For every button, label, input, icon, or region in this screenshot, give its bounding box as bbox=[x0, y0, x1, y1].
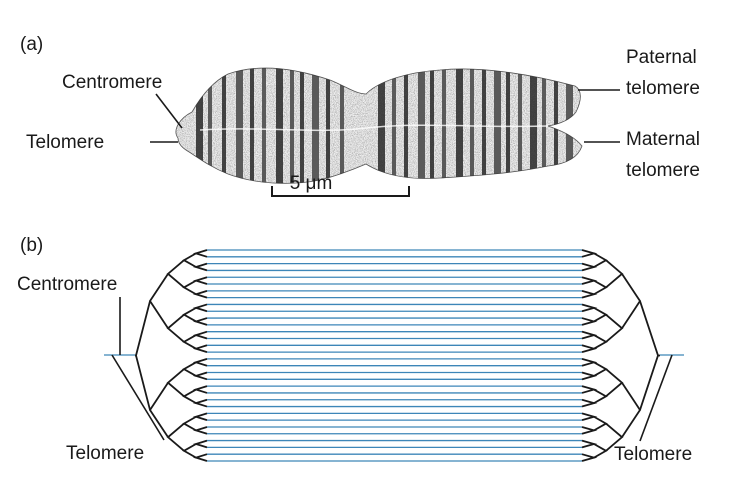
telomere-b-left-label: Telomere bbox=[66, 443, 144, 464]
branch-segment bbox=[192, 344, 208, 353]
maternal-label-line2: telomere bbox=[626, 160, 700, 181]
branch-segment bbox=[593, 279, 608, 296]
branch-segment bbox=[581, 371, 598, 381]
branch-segment bbox=[182, 252, 197, 268]
branch-segment bbox=[581, 249, 598, 258]
maternal-telomere-annotation: Maternal telomere bbox=[584, 129, 700, 181]
branch-segment bbox=[621, 382, 642, 438]
branch-segment bbox=[166, 368, 185, 398]
branch-segment bbox=[593, 252, 608, 268]
panel-a-label: (a) bbox=[20, 34, 43, 55]
branch-segment bbox=[192, 262, 208, 272]
branch-segment bbox=[182, 307, 197, 323]
chromosome-band bbox=[566, 67, 573, 184]
branch-segment bbox=[581, 412, 598, 422]
branch-segment bbox=[581, 344, 598, 353]
branch-segment bbox=[581, 453, 598, 462]
branch-tree-left bbox=[135, 249, 208, 462]
branch-segment bbox=[182, 388, 197, 404]
branch-segment bbox=[621, 273, 642, 329]
centromere-a-label: Centromere bbox=[62, 72, 162, 93]
branch-segment bbox=[593, 334, 608, 350]
telomere-b-left-leader bbox=[111, 354, 165, 441]
panel-b-label: (b) bbox=[20, 235, 43, 256]
scale-bar-line bbox=[271, 186, 410, 197]
branch-segment bbox=[581, 303, 598, 313]
branch-segment bbox=[593, 388, 608, 404]
branch-segment bbox=[182, 361, 197, 377]
telomere-b-right-label: Telomere bbox=[614, 444, 692, 465]
telomere-b-left-annotation: Telomere bbox=[66, 354, 165, 464]
maternal-label-line1: Maternal bbox=[626, 129, 700, 150]
telomere-b-right-annotation: Telomere bbox=[614, 354, 692, 465]
branch-segment bbox=[192, 398, 208, 408]
branch-segment bbox=[581, 385, 598, 394]
branch-segment bbox=[148, 382, 169, 438]
branch-segment bbox=[192, 412, 208, 422]
branch-segment bbox=[581, 276, 598, 285]
branch-segment bbox=[192, 317, 208, 326]
paternal-label-line1: Paternal bbox=[626, 47, 697, 68]
telomere-a-label: Telomere bbox=[26, 132, 104, 153]
branch-segment bbox=[581, 439, 598, 449]
centromere-b-annotation: Centromere bbox=[17, 274, 121, 355]
branch-segment bbox=[192, 249, 208, 258]
branch-segment bbox=[593, 361, 608, 377]
branch-segment bbox=[192, 453, 208, 462]
branch-segment bbox=[581, 398, 598, 408]
telomere-b-right-leader bbox=[639, 354, 673, 442]
branch-segment bbox=[581, 330, 598, 340]
paternal-telomere-annotation: Paternal telomere bbox=[578, 47, 700, 99]
branch-segment bbox=[166, 422, 185, 452]
branch-segment bbox=[192, 330, 208, 340]
paternal-label-line2: telomere bbox=[626, 78, 700, 99]
branch-segment bbox=[593, 307, 608, 323]
branch-segment bbox=[192, 385, 208, 394]
branch-segment bbox=[192, 439, 208, 449]
branch-segment bbox=[182, 443, 197, 459]
branch-segment bbox=[605, 259, 624, 289]
scale-bar: 5 μm bbox=[271, 173, 410, 197]
telomere-a-annotation: Telomere bbox=[26, 132, 178, 153]
branch-segment bbox=[581, 358, 598, 367]
chromatid-strands bbox=[104, 249, 684, 462]
branch-tree-right bbox=[581, 249, 660, 462]
branch-segment bbox=[581, 289, 598, 299]
branch-segment bbox=[192, 371, 208, 381]
branch-segment bbox=[581, 262, 598, 272]
branch-segment bbox=[581, 317, 598, 326]
branch-segment bbox=[192, 276, 208, 285]
branch-segment bbox=[605, 313, 624, 343]
branch-segment bbox=[135, 300, 151, 411]
branch-segment bbox=[192, 358, 208, 367]
branch-segment bbox=[639, 300, 659, 411]
branch-segment bbox=[148, 273, 169, 329]
scale-bar-label: 5 μm bbox=[290, 173, 333, 194]
branch-segment bbox=[593, 443, 608, 459]
branch-segment bbox=[182, 334, 197, 350]
branch-segment bbox=[192, 289, 208, 299]
branch-segment bbox=[182, 415, 197, 432]
centromere-a-leader bbox=[155, 93, 183, 129]
branch-segment bbox=[166, 313, 185, 343]
centromere-a-annotation: Centromere bbox=[62, 72, 183, 129]
branch-segment bbox=[593, 415, 608, 432]
branch-segment bbox=[192, 426, 208, 435]
branch-segment bbox=[581, 426, 598, 435]
centromere-b-label: Centromere bbox=[17, 274, 117, 295]
chromosome-image bbox=[175, 67, 583, 184]
branch-segment bbox=[182, 279, 197, 296]
branch-segment bbox=[192, 303, 208, 313]
branch-segment bbox=[605, 368, 624, 398]
branch-segment bbox=[166, 259, 185, 289]
